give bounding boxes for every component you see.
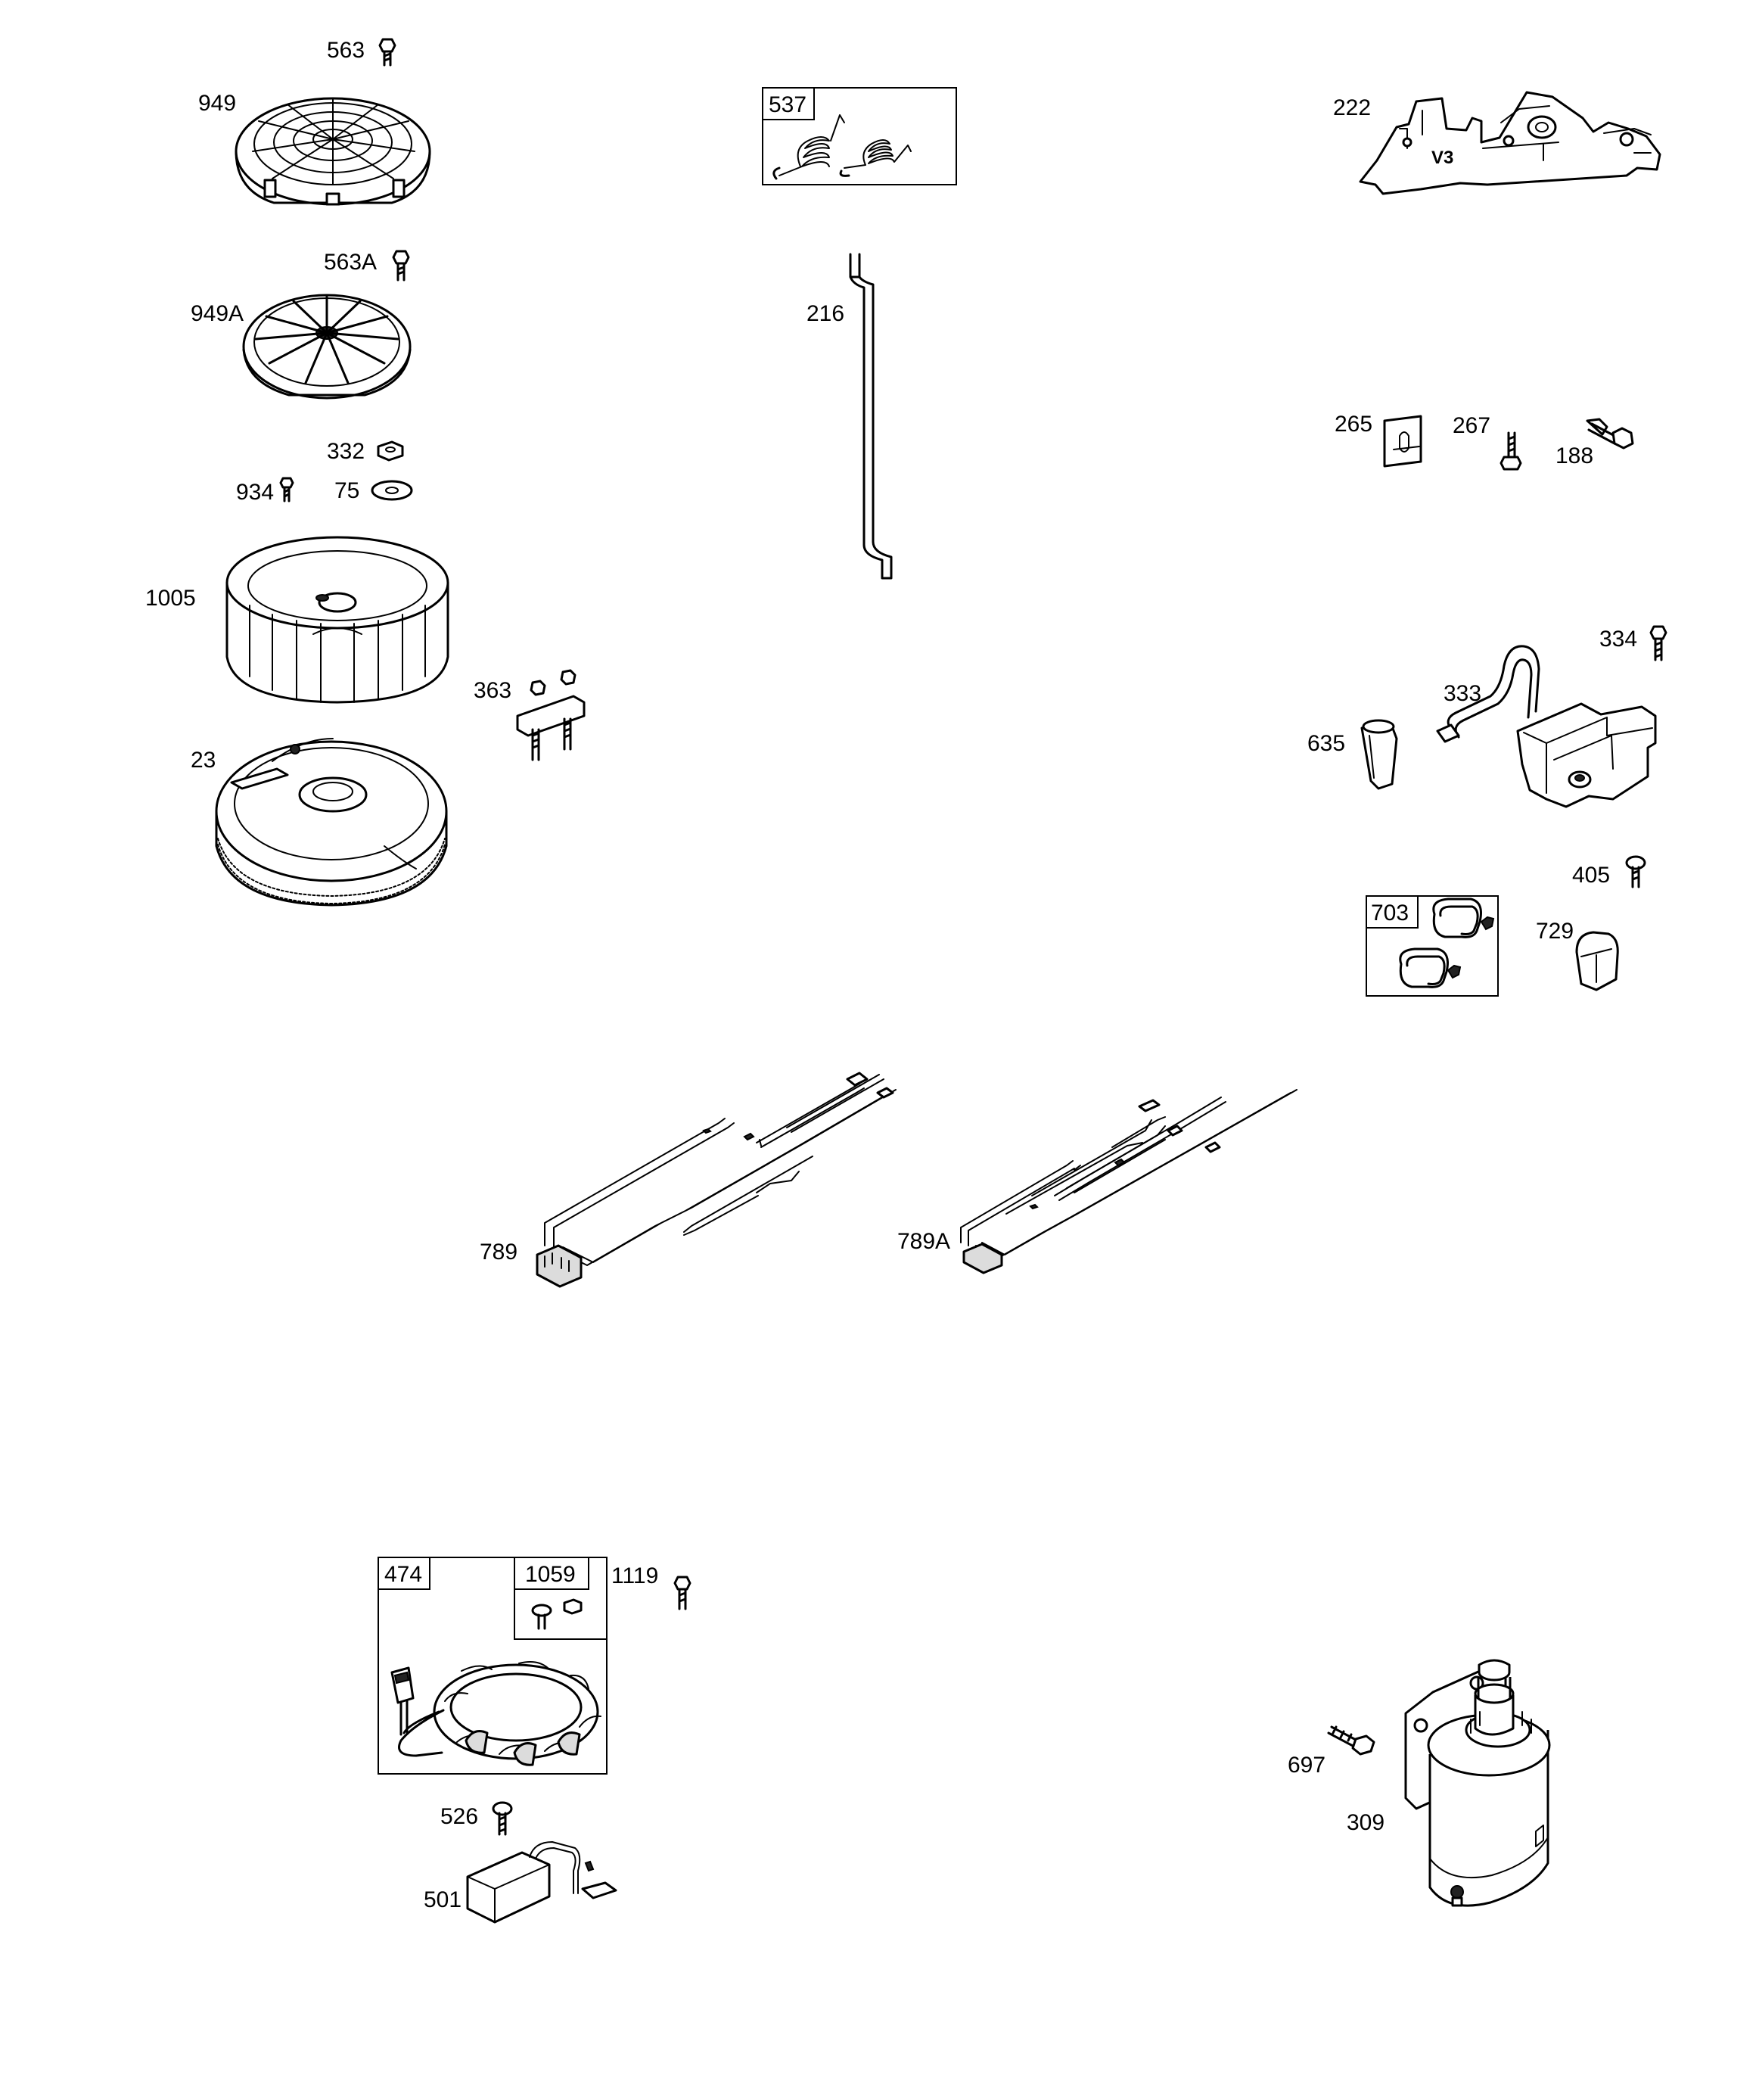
part-265-block (1383, 415, 1422, 468)
label-949A: 949A (191, 301, 244, 326)
part-949-grille (235, 97, 431, 206)
part-474-stator-box (378, 1557, 608, 1775)
label-188: 188 (1555, 443, 1593, 468)
label-363: 363 (474, 678, 511, 703)
label-635: 635 (1307, 731, 1345, 756)
label-334: 334 (1599, 627, 1637, 652)
part-526-screw (492, 1801, 513, 1836)
part-1059-hardware (531, 1598, 583, 1630)
part-789A-harness (960, 1089, 1297, 1274)
part-188-bolt (1586, 418, 1634, 450)
part-216-link-rod (849, 253, 893, 580)
label-703: 703 (1371, 901, 1409, 926)
part-334-screw (1649, 625, 1667, 661)
label-405: 405 (1572, 863, 1610, 888)
part-949A-fan (242, 294, 412, 400)
label-474: 474 (384, 1562, 422, 1587)
part-563A-screw (392, 250, 410, 282)
label-1059: 1059 (525, 1562, 576, 1587)
part-474-stator (390, 1661, 601, 1766)
label-332: 332 (327, 439, 365, 464)
part-1005-fan-ring (225, 536, 449, 704)
label-729: 729 (1536, 919, 1574, 944)
part-697-bolt (1327, 1725, 1375, 1756)
part-1119-screw (673, 1576, 691, 1610)
part-309-starter (1404, 1659, 1551, 1907)
part-934-screw (279, 477, 294, 502)
part-703-clips (1366, 895, 1499, 997)
label-526: 526 (440, 1804, 478, 1829)
label-23: 23 (191, 748, 216, 773)
label-1119: 1119 (611, 1563, 658, 1588)
part-222-bracket: V3 (1359, 91, 1661, 195)
label-934: 934 (236, 480, 274, 505)
label-697: 697 (1288, 1753, 1325, 1778)
part-789-harness (536, 1072, 897, 1288)
bracket-mark: V3 (1431, 148, 1453, 168)
part-563-screw (378, 38, 396, 67)
label-216: 216 (806, 301, 844, 326)
label-501: 501 (424, 1887, 462, 1912)
part-23-flywheel (215, 738, 448, 907)
label-789: 789 (480, 1240, 517, 1265)
part-75-washer (371, 480, 413, 501)
label-333: 333 (1444, 681, 1481, 706)
label-222: 222 (1333, 95, 1371, 120)
part-405-screw (1625, 855, 1646, 888)
label-789A: 789A (897, 1229, 950, 1254)
part-635-boot (1360, 719, 1398, 790)
label-563A: 563A (324, 250, 377, 275)
part-363-clamp (516, 669, 586, 761)
label-1005: 1005 (145, 586, 196, 611)
part-537-springs (762, 87, 957, 185)
part-267-screw (1500, 431, 1522, 471)
label-949: 949 (198, 91, 236, 116)
label-267: 267 (1453, 413, 1490, 438)
part-729-clip (1575, 931, 1619, 991)
label-265: 265 (1335, 412, 1372, 437)
part-332-nut (377, 440, 404, 462)
label-563: 563 (327, 38, 365, 63)
label-309: 309 (1347, 1810, 1385, 1835)
label-537: 537 (769, 92, 806, 117)
label-75: 75 (334, 478, 359, 503)
part-333-ignition-coil (1436, 645, 1657, 808)
part-501-regulator (466, 1841, 617, 1924)
